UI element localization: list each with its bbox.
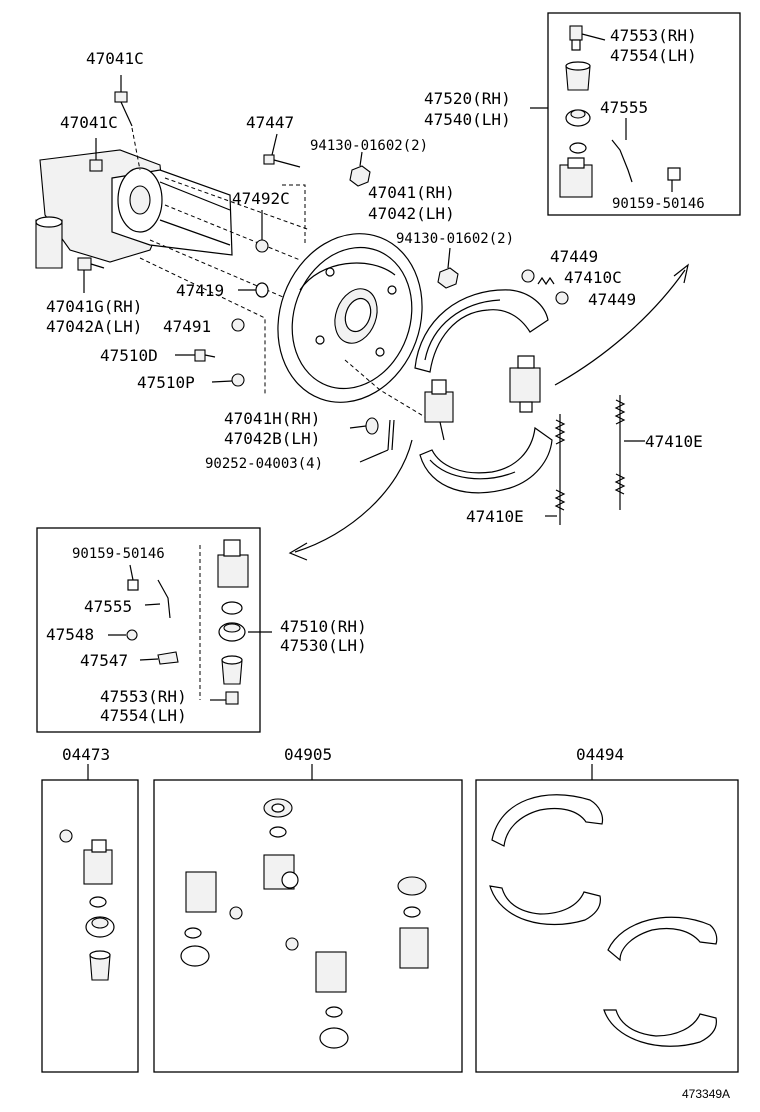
bolt-47041g xyxy=(77,257,105,271)
kit-04494-box xyxy=(475,779,739,1073)
label-47042b: 47042B(LH) xyxy=(224,429,320,448)
diagram-id: 473349A xyxy=(682,1087,730,1101)
label-47041g: 47041G(RH) xyxy=(46,297,142,316)
kit-04905-box xyxy=(153,779,463,1073)
bolt-47041c-b xyxy=(89,159,103,172)
label-04494: 04494 xyxy=(576,745,624,764)
cap-47510p xyxy=(231,373,245,387)
label-90159-top: 90159-50146 xyxy=(612,196,705,212)
wheel-cylinder-center xyxy=(509,355,541,413)
wc-right-parts xyxy=(530,25,681,198)
arrow-to-left-box xyxy=(288,439,413,561)
label-04473: 04473 xyxy=(62,745,110,764)
spring-47410c xyxy=(537,276,555,286)
wheel-cylinder-box-left xyxy=(36,527,261,733)
label-47530lh: 47530(LH) xyxy=(280,636,367,655)
label-47554lh-top: 47554(LH) xyxy=(610,46,697,65)
kit-04473-parts xyxy=(59,829,115,981)
brake-shoe-upper xyxy=(414,289,549,373)
label-47555-box: 47555 xyxy=(84,597,132,616)
label-47492c: 47492C xyxy=(232,189,290,208)
spring-47410e-b xyxy=(614,395,626,510)
label-47510rh: 47510(RH) xyxy=(280,617,367,636)
nut-47449-b xyxy=(555,291,569,305)
label-47410e-a: 47410E xyxy=(645,432,703,451)
kit-04905-parts xyxy=(180,798,429,1049)
label-47041rh: 47041(RH) xyxy=(368,183,455,202)
label-47510p: 47510P xyxy=(137,373,195,392)
label-47520: 47520(RH) xyxy=(424,89,511,108)
label-47540: 47540(LH) xyxy=(424,110,511,129)
label-47042lh: 47042(LH) xyxy=(368,204,455,223)
label-47041c-b: 47041C xyxy=(60,113,118,132)
label-47554lh-box: 47554(LH) xyxy=(100,706,187,725)
label-04905: 04905 xyxy=(284,745,332,764)
bolt-47447 xyxy=(263,154,301,168)
label-90159-box: 90159-50146 xyxy=(72,546,165,562)
label-47555-top: 47555 xyxy=(600,98,648,117)
arrow-to-top-box xyxy=(554,263,689,386)
backing-plate xyxy=(277,233,423,403)
label-47553rh-box: 47553(RH) xyxy=(100,687,187,706)
nut-47449-a xyxy=(521,269,535,283)
label-47410e-b: 47410E xyxy=(466,507,524,526)
nut-94130-b xyxy=(437,267,459,289)
label-90252: 90252-04003(4) xyxy=(205,456,323,472)
label-47449-a: 47449 xyxy=(550,247,598,266)
label-47042a: 47042A(LH) xyxy=(46,317,142,336)
bolt-47510d xyxy=(194,349,216,362)
brake-shoe-lower xyxy=(419,426,553,494)
label-47449-b: 47449 xyxy=(588,290,636,309)
pin-47041h xyxy=(365,417,395,451)
label-47510d: 47510D xyxy=(100,346,158,365)
label-94130-a: 94130-01602(2) xyxy=(310,138,428,154)
washer-47491 xyxy=(231,318,245,332)
nut-94130-a xyxy=(349,165,371,187)
label-47410c: 47410C xyxy=(564,268,622,287)
label-47041c-a: 47041C xyxy=(86,49,144,68)
label-47447: 47447 xyxy=(246,113,294,132)
label-94130-b: 94130-01602(2) xyxy=(396,231,514,247)
kit-04494-parts xyxy=(489,794,718,1047)
spring-47410e-a xyxy=(554,414,566,525)
label-47547: 47547 xyxy=(80,651,128,670)
kit-04473-box xyxy=(41,779,139,1073)
label-47041h: 47041H(RH) xyxy=(224,409,320,428)
label-47419: 47419 xyxy=(176,281,224,300)
label-47491: 47491 xyxy=(163,317,211,336)
wheel-cylinder-box-right xyxy=(547,12,741,216)
washer-47419 xyxy=(255,282,269,298)
nut-47492c xyxy=(255,239,269,253)
label-47548: 47548 xyxy=(46,625,94,644)
adjuster xyxy=(424,379,454,441)
label-47553rh-top: 47553(RH) xyxy=(610,26,697,45)
wc-left-parts xyxy=(108,539,272,705)
axle-housing xyxy=(35,149,233,269)
